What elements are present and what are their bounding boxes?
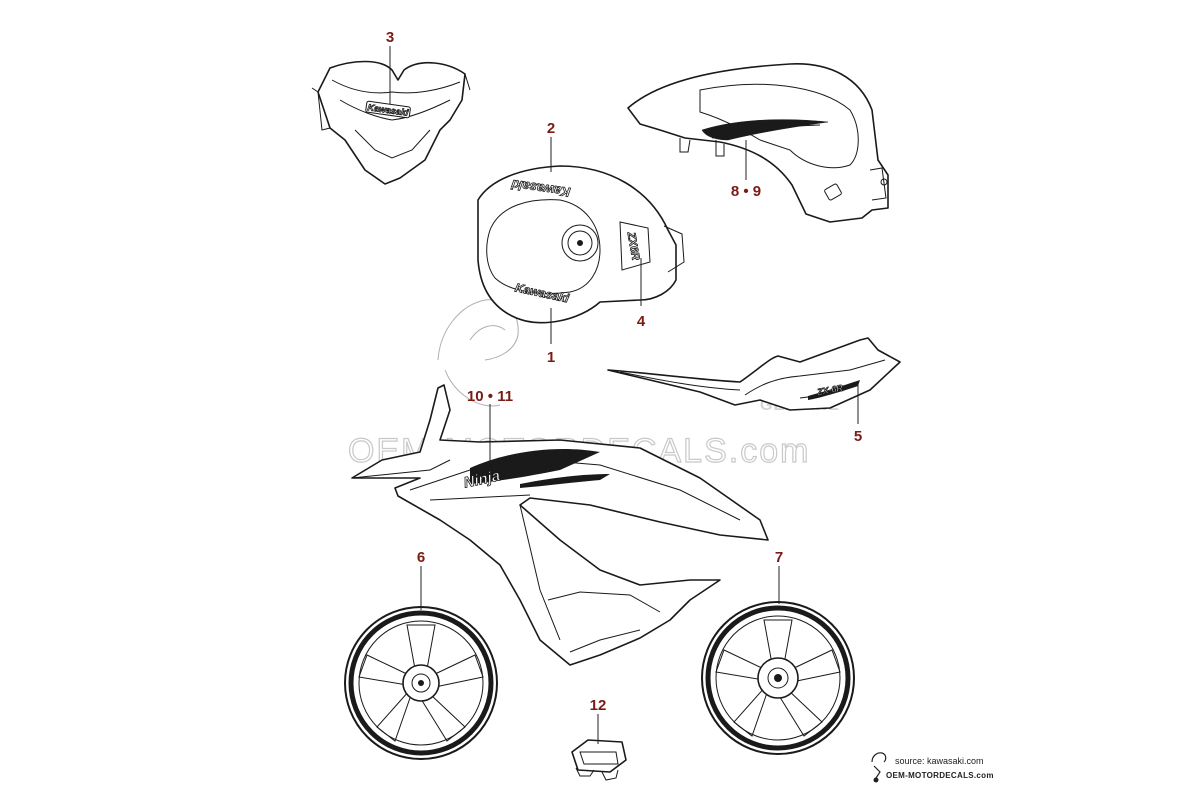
source-line-2: OEM-MOTORDECALS.com (886, 771, 994, 780)
side-fairing: Ninja (351, 384, 769, 666)
callouts: 3 2 1 4 8 • 9 5 10 • 11 6 7 12 (386, 29, 862, 714)
callout-6: 6 (417, 549, 425, 566)
tank-zx6r-decal: ZX6R (624, 230, 641, 261)
front-wheel (344, 606, 498, 760)
small-bracket (571, 739, 627, 781)
source-credit: source: kawasaki.com OEM-MOTORDECALS.com (871, 752, 994, 783)
callout-4: 4 (637, 313, 646, 330)
leader-lines (389, 46, 859, 744)
callout-2: 2 (547, 120, 555, 137)
callout-3: 3 (386, 29, 394, 46)
callout-1: 1 (547, 349, 555, 366)
rider-logo-icon (871, 752, 887, 783)
source-line-1: source: kawasaki.com (895, 756, 984, 766)
fuel-tank: Kawasaki Kawasaki ZX6R (477, 165, 685, 324)
tail-cowl: ZX-6R (607, 337, 901, 411)
windscreen-cowl: Kawasaki (311, 60, 471, 185)
callout-8-9: 8 • 9 (731, 183, 761, 200)
callout-10-11: 10 • 11 (467, 388, 513, 405)
callout-5: 5 (854, 428, 862, 445)
callout-7: 7 (775, 549, 783, 566)
tank-cover-side (627, 63, 889, 223)
rear-wheel (701, 601, 855, 755)
callout-12: 12 (590, 697, 607, 714)
